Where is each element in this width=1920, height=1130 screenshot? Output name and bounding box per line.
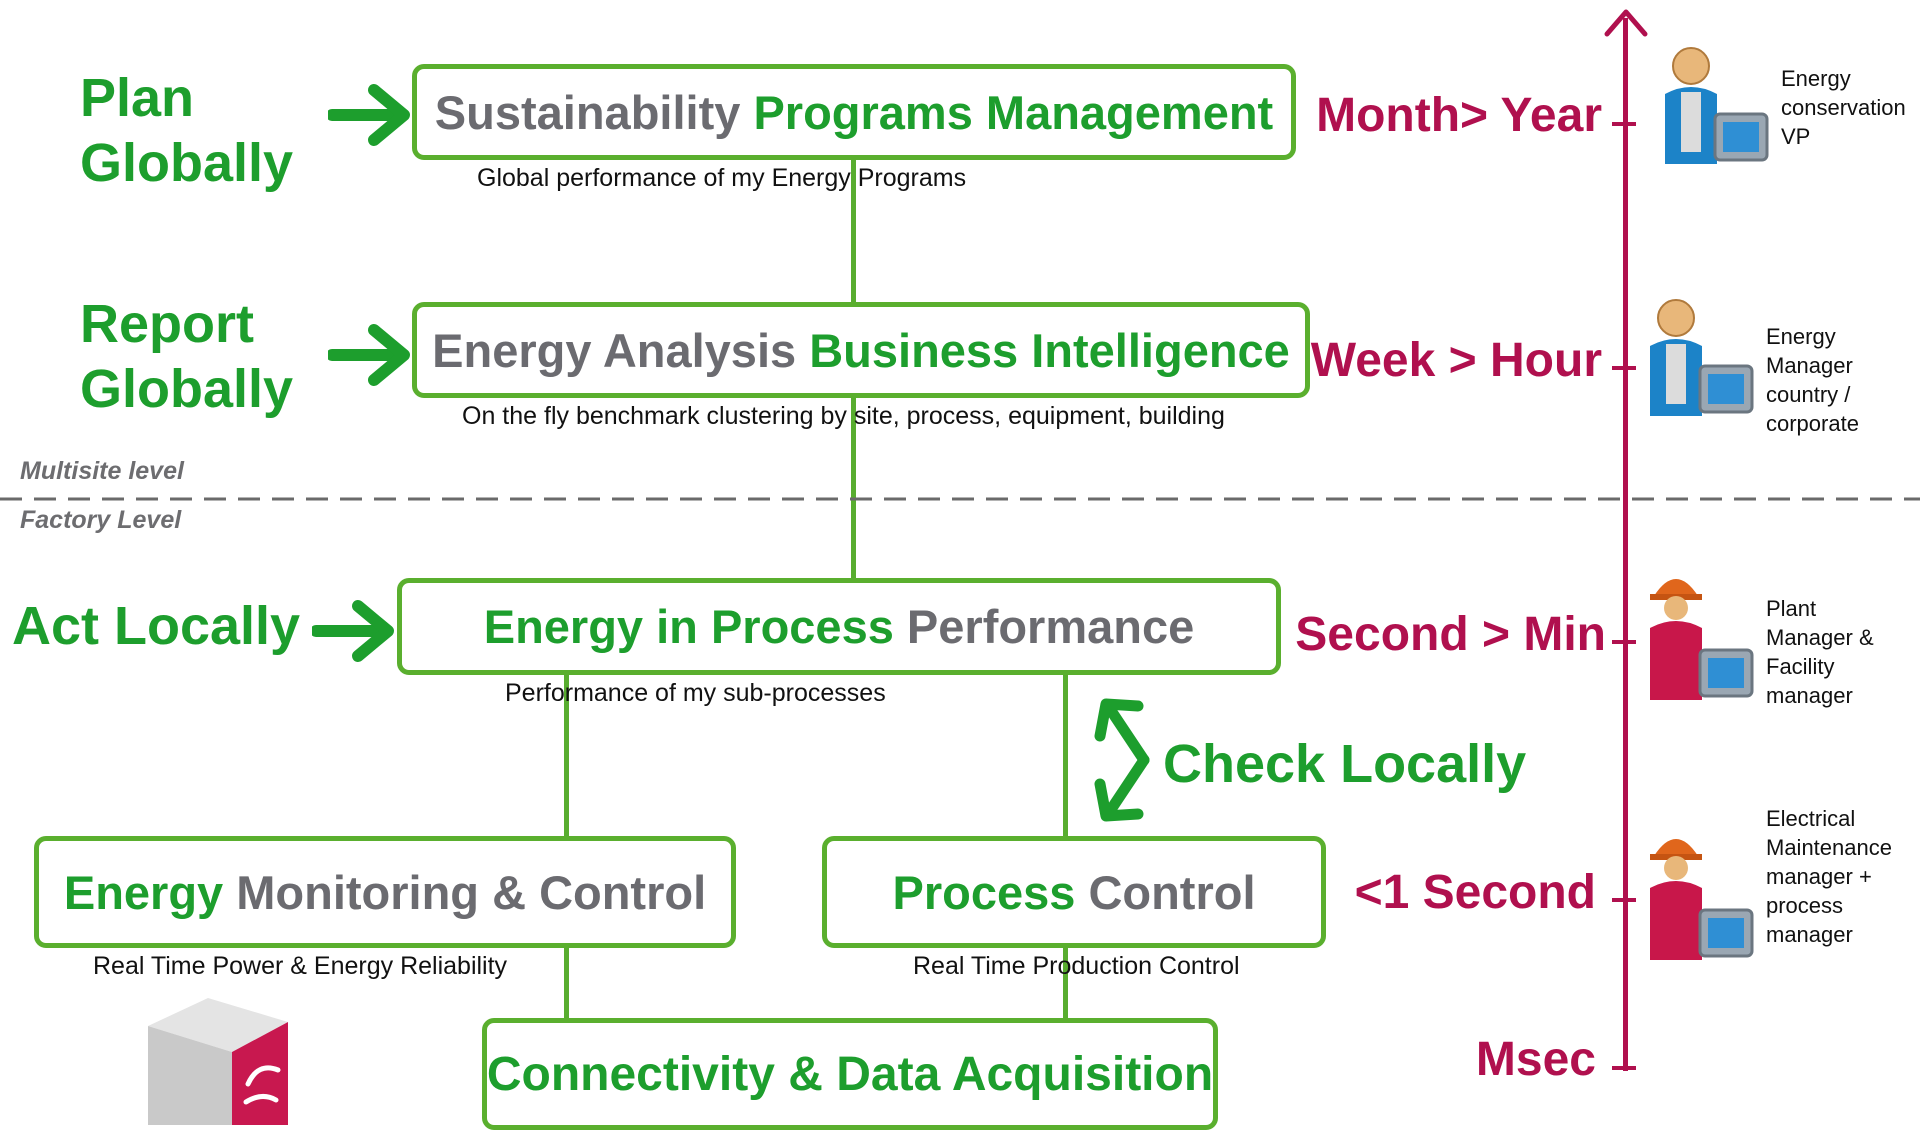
person-worker-computer-icon <box>1650 579 1754 700</box>
energy-monitoring-box: Energy Monitoring & Control <box>34 836 736 948</box>
person-blue-computer-icon <box>1665 47 1769 164</box>
timescale-second-min: Second > Min <box>1295 608 1606 661</box>
level-separator <box>0 497 1920 501</box>
arrow-right-icon <box>328 84 410 146</box>
timeline-tick <box>1612 640 1636 644</box>
timescale-month-year: Month> Year <box>1316 89 1602 142</box>
check-locally-label: Check Locally <box>1163 734 1527 794</box>
arrow-right-icon <box>312 600 394 662</box>
energy-monitoring-subtitle: Real Time Power & Energy Reliability <box>93 952 508 980</box>
plug-cube-icon <box>148 998 288 1125</box>
timeline-tick <box>1612 898 1636 902</box>
act-locally-label: Act Locally <box>12 596 301 656</box>
timeline-arrowhead-icon <box>1604 9 1648 37</box>
process-control-subtitle: Real Time Production Control <box>913 952 1240 980</box>
timeline-tick <box>1612 122 1636 126</box>
double-arrow-icon <box>1094 698 1150 822</box>
connectivity-box: Connectivity & Data Acquisition <box>482 1018 1218 1130</box>
timeline-tick <box>1612 1066 1636 1070</box>
energy-analysis-subtitle: On the fly benchmark clustering by site,… <box>462 402 1225 430</box>
timescale-sub-second: <1 Second <box>1354 866 1596 919</box>
energy-process-box: Energy in Process Performance <box>397 578 1281 675</box>
arrow-right-icon <box>328 324 410 386</box>
energy-process-subtitle: Performance of my sub-processes <box>505 679 886 707</box>
person-blue-computer-icon <box>1650 299 1754 416</box>
energy-analysis-box: Energy Analysis Business Intelligence <box>412 302 1310 398</box>
process-control-box: Process Control <box>822 836 1326 948</box>
timescale-msec: Msec <box>1475 1033 1596 1086</box>
timeline-axis <box>1623 18 1628 1071</box>
person-worker-computer-icon <box>1650 839 1754 960</box>
timeline-tick <box>1612 366 1636 370</box>
sustainability-programs-box: Sustainability Programs Management <box>412 64 1296 160</box>
multisite-level-label: Multisite level <box>20 457 184 485</box>
sustainability-subtitle: Global performance of my Energy Programs <box>477 164 967 192</box>
timescale-week-hour: Week > Hour <box>1310 334 1602 387</box>
factory-level-label: Factory Level <box>20 506 182 534</box>
